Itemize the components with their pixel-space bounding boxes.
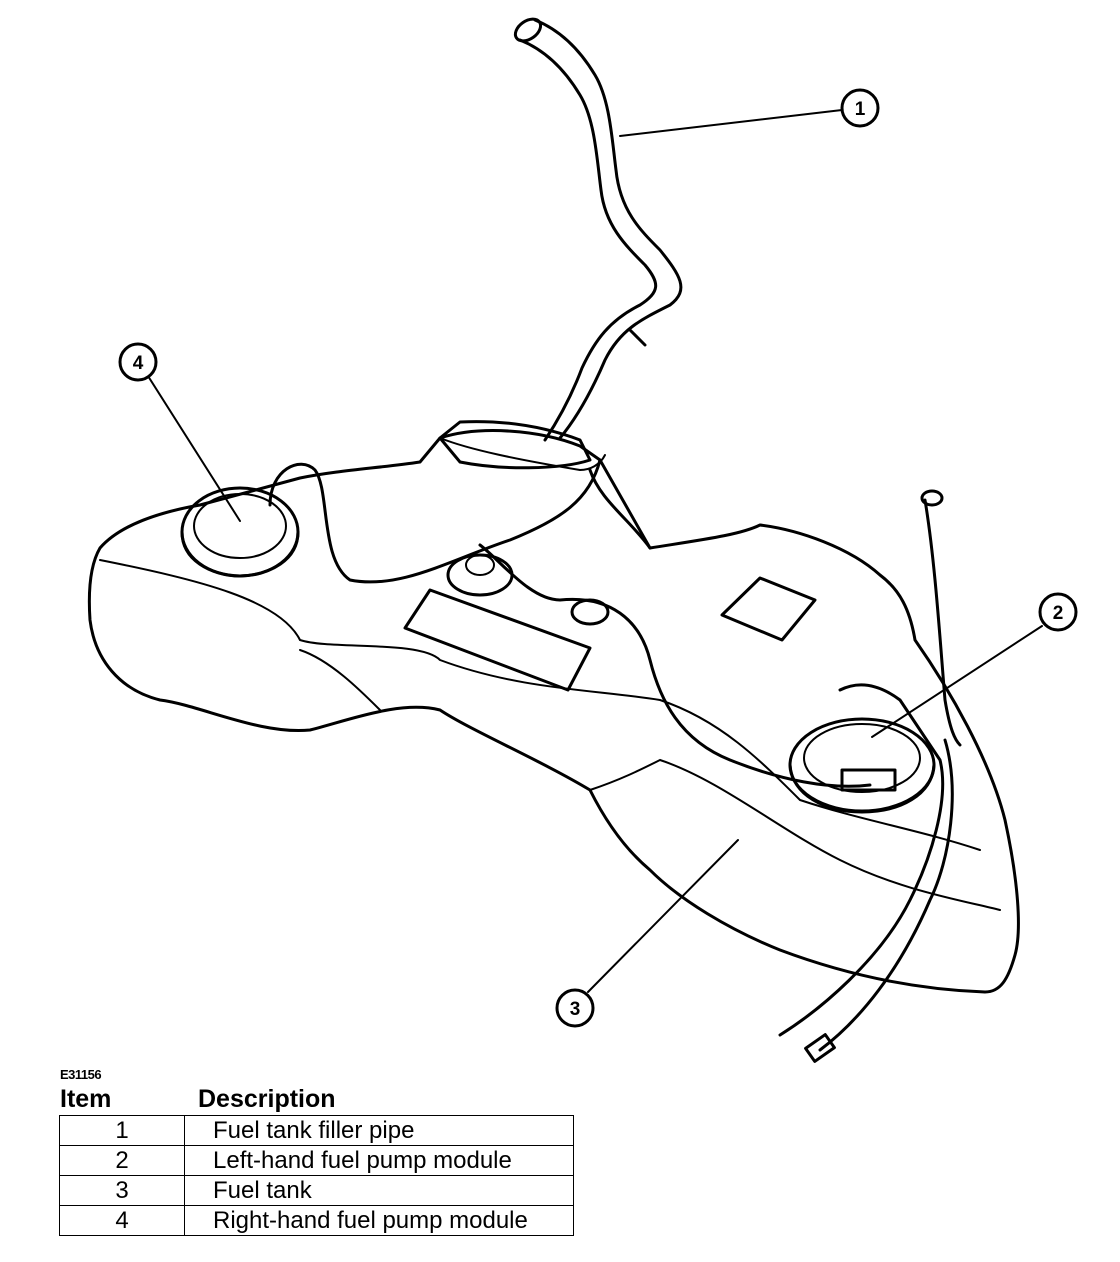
legend-item-description: Right-hand fuel pump module <box>184 1205 574 1236</box>
leader-line-1 <box>619 109 843 137</box>
table-row: 2 Left-hand fuel pump module <box>59 1145 574 1176</box>
callout-3-label: 3 <box>570 999 581 1020</box>
legend-item-description: Left-hand fuel pump module <box>184 1145 574 1176</box>
fuel-tank-drawing <box>87 420 1020 1063</box>
legend-description-header: Description <box>198 1085 336 1113</box>
table-row: 4 Right-hand fuel pump module <box>59 1205 574 1236</box>
callout-4-label: 4 <box>133 353 144 374</box>
leader-lines <box>147 109 1043 993</box>
legend-item-number: 3 <box>59 1175 185 1206</box>
callout-2-label: 2 <box>1053 603 1064 624</box>
legend-item-number: 4 <box>59 1205 185 1236</box>
table-row: 3 Fuel tank <box>59 1175 574 1206</box>
callout-4: 4 <box>118 342 158 382</box>
filler-pipe-drawing <box>513 17 683 442</box>
legend-table: 1 Fuel tank filler pipe 2 Left-hand fuel… <box>59 1115 574 1236</box>
callout-3: 3 <box>555 988 595 1028</box>
fuel-tank-diagram: 1 2 3 4 <box>87 17 1078 1063</box>
figure-id: E31156 <box>60 1067 102 1082</box>
table-row: 1 Fuel tank filler pipe <box>59 1115 574 1146</box>
legend-item-description: Fuel tank <box>184 1175 574 1206</box>
callout-2: 2 <box>1038 592 1078 632</box>
callout-1-label: 1 <box>855 99 866 120</box>
legend-item-description: Fuel tank filler pipe <box>184 1115 574 1146</box>
leader-line-2 <box>871 625 1043 738</box>
legend-item-number: 2 <box>59 1145 185 1176</box>
legend-item-header: Item <box>60 1085 112 1113</box>
callout-1: 1 <box>840 88 880 128</box>
leader-line-4 <box>147 375 241 522</box>
leader-line-3 <box>587 839 739 993</box>
legend-item-number: 1 <box>59 1115 185 1146</box>
